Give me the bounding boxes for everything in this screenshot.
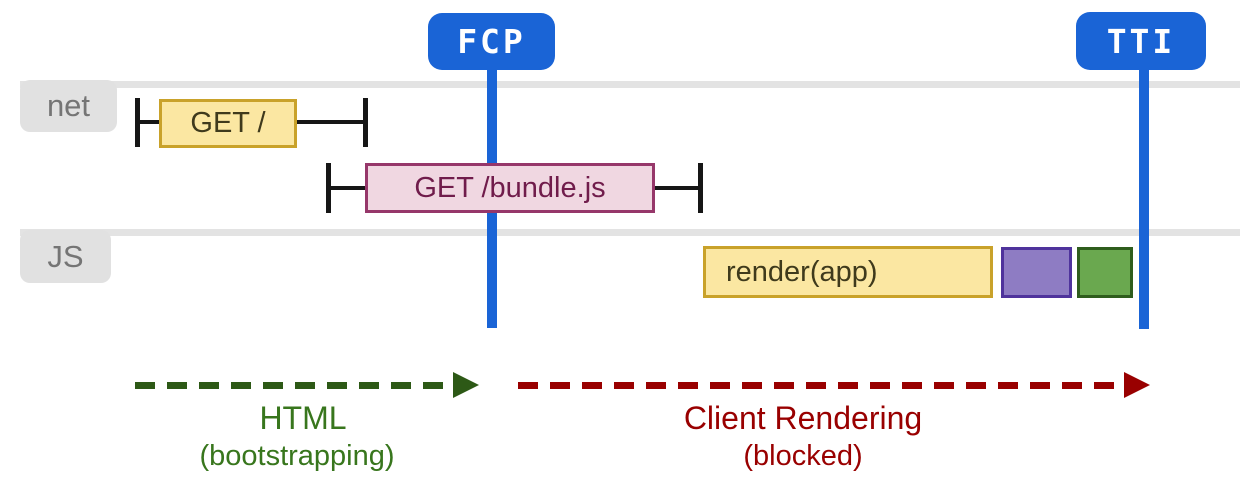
html-phase-subtitle: (bootstrapping) (199, 440, 395, 472)
js-task-purple (1001, 247, 1072, 298)
tti-badge-text: TTI (1106, 21, 1176, 61)
request-get-root-right-whisker (297, 120, 365, 124)
js-task-render-app: render(app) (703, 246, 993, 298)
request-get-bundle-left-whisker (331, 186, 366, 190)
request-get-root-start-tick (135, 98, 140, 147)
js-lane-line (20, 229, 1240, 236)
tti-badge: TTI (1076, 12, 1206, 70)
request-get-root-bar: GET / (159, 99, 297, 148)
js-task-render-app-label: render(app) (726, 255, 878, 288)
fcp-badge-text: FCP (457, 22, 526, 61)
request-get-bundle-start-tick (326, 163, 331, 213)
fcp-badge: FCP (428, 13, 555, 70)
client-rendering-dashed-line (518, 382, 1124, 389)
html-phase-dashed-line (135, 382, 455, 389)
lane-label-net: net (20, 80, 117, 132)
request-get-bundle-bar: GET /bundle.js (365, 163, 655, 213)
tti-marker-line (1139, 68, 1149, 329)
js-task-green (1077, 247, 1133, 298)
client-rendering-subtitle: (blocked) (743, 440, 863, 472)
request-get-root-label: GET / (190, 107, 266, 139)
client-rendering-title: Client Rendering (683, 400, 923, 436)
request-get-bundle-right-whisker (655, 186, 700, 190)
html-phase-title: HTML (259, 400, 347, 436)
net-lane-line (20, 81, 1240, 88)
request-get-root-end-tick (363, 98, 368, 147)
request-get-bundle-label: GET /bundle.js (414, 171, 606, 204)
lane-label-net-text: net (46, 88, 91, 123)
html-phase-arrowhead-icon (453, 372, 479, 398)
request-get-root-left-whisker (140, 120, 160, 124)
lane-label-js: JS (20, 230, 111, 283)
client-rendering-arrowhead-icon (1124, 372, 1150, 398)
lane-label-js-text: JS (47, 238, 84, 274)
request-get-bundle-end-tick (698, 163, 703, 213)
